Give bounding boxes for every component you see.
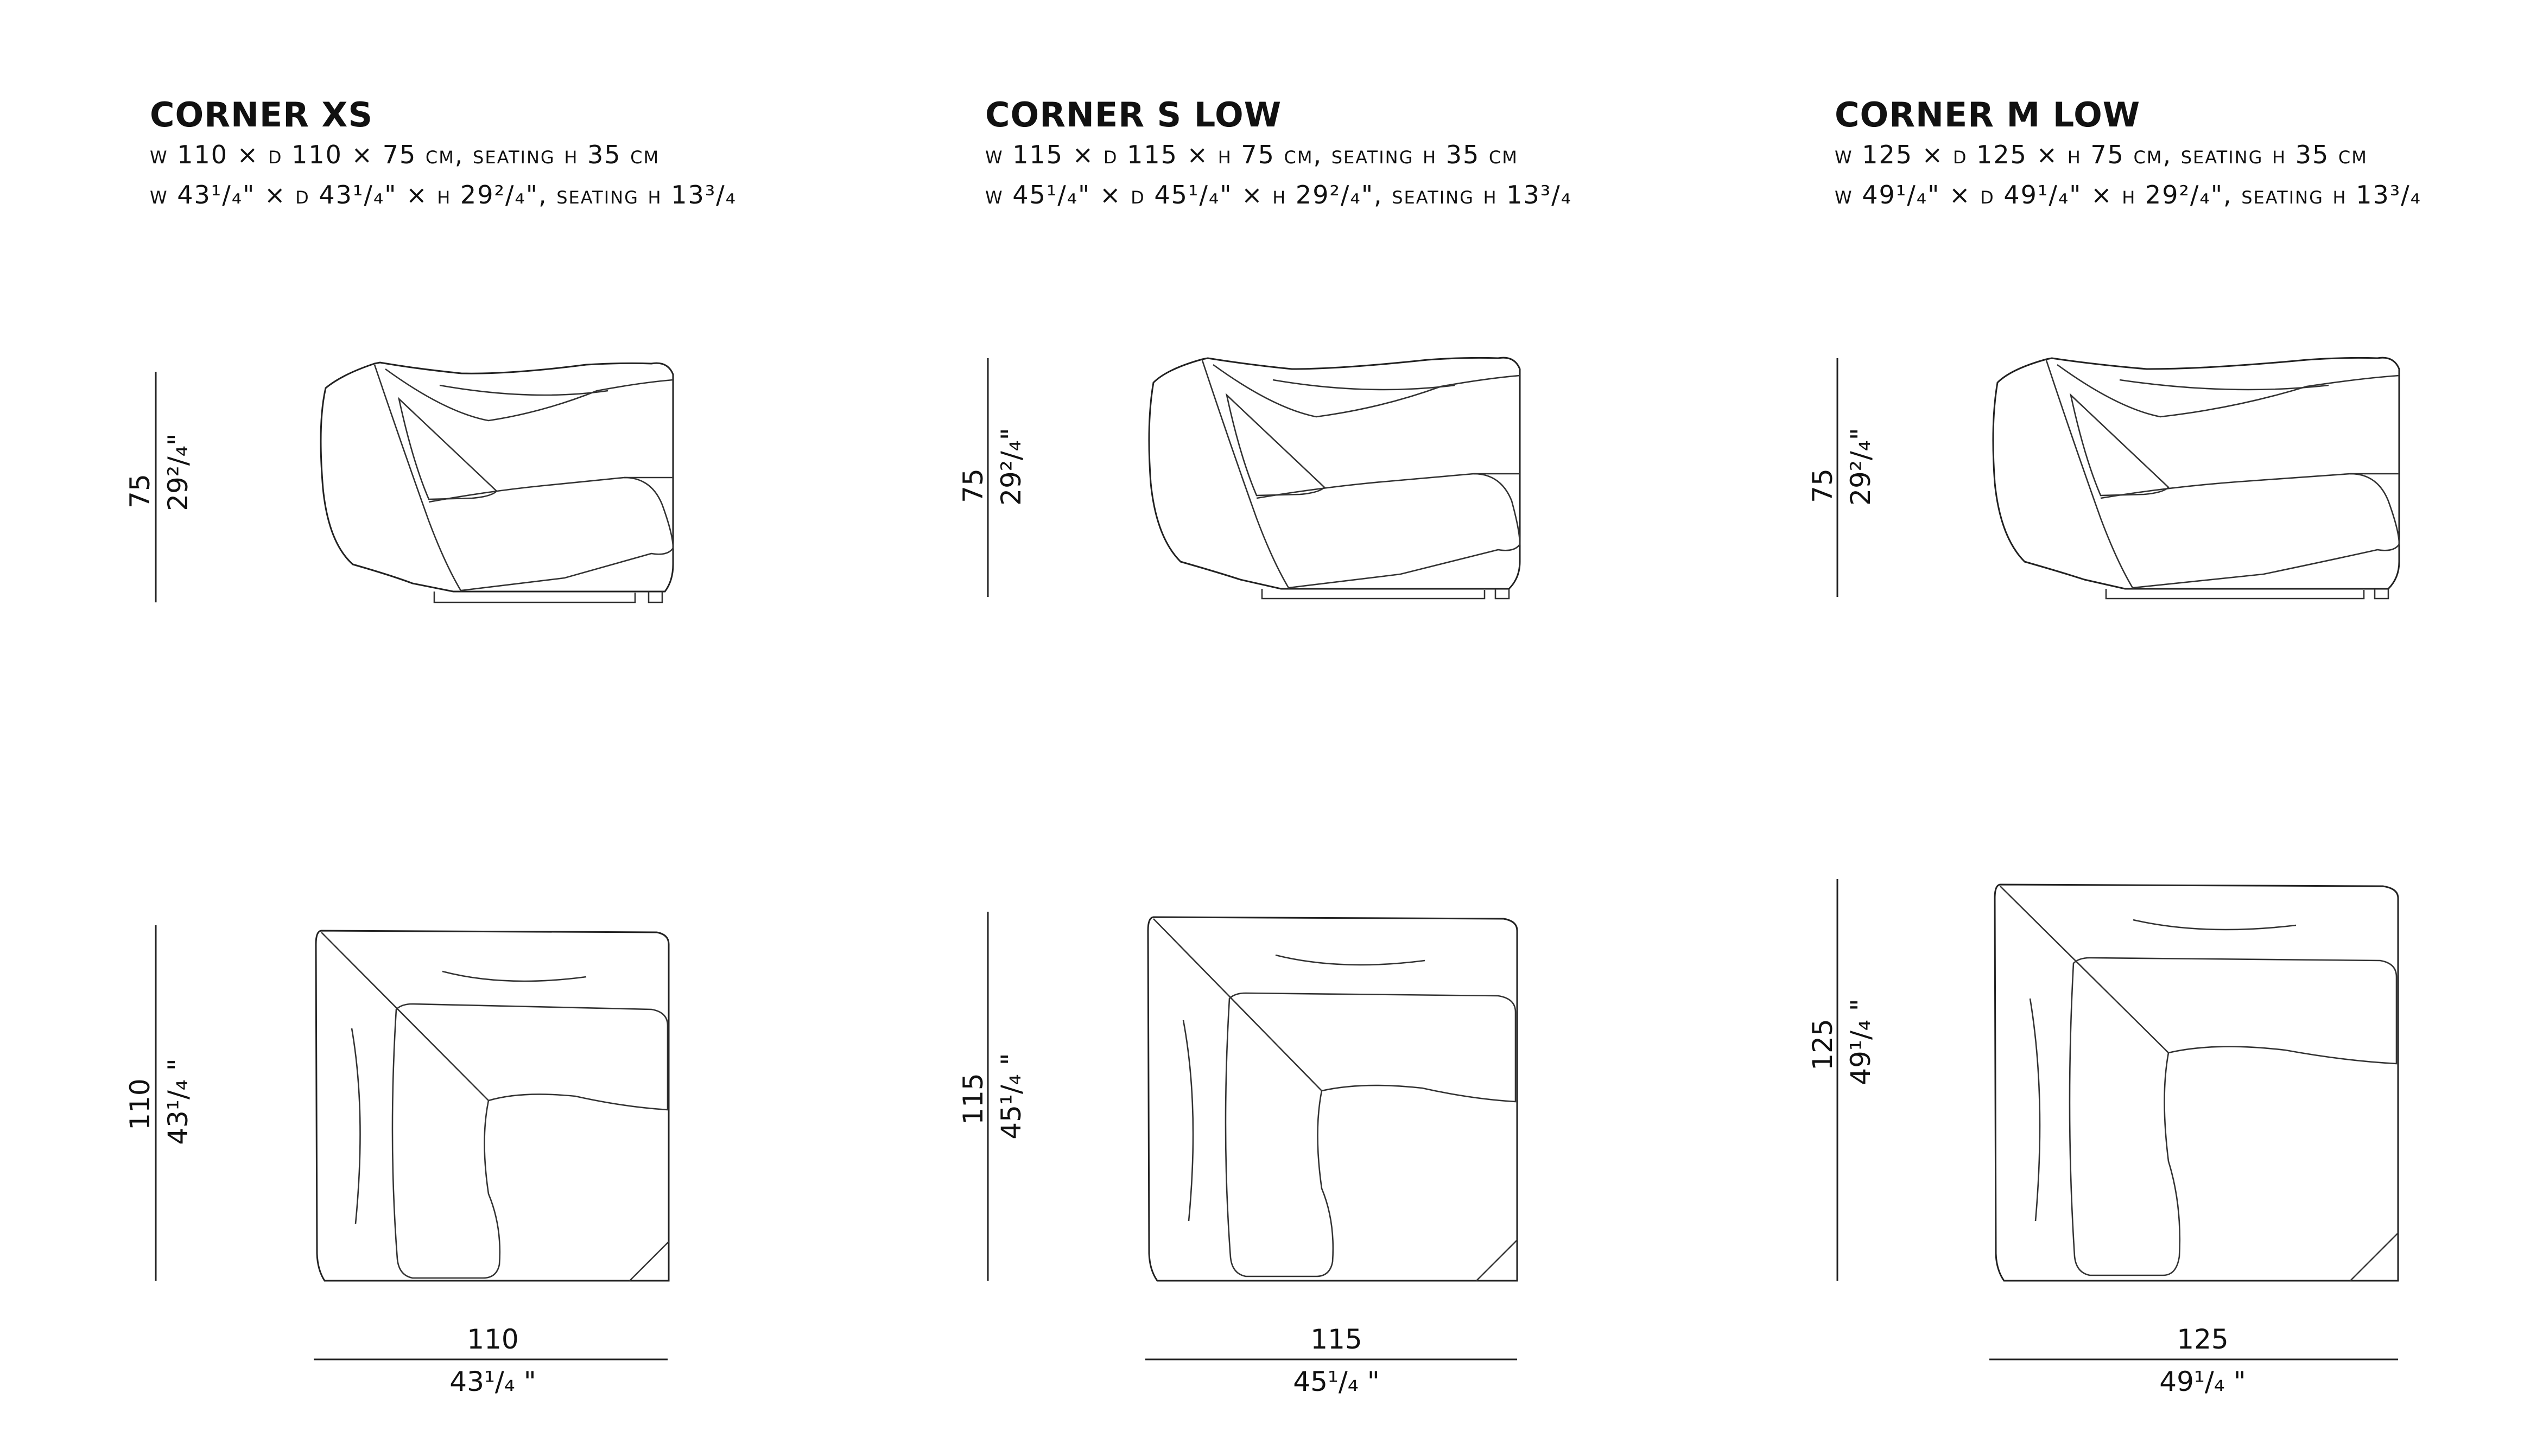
- height-cm-label: 75: [124, 474, 156, 508]
- depth-cm-label: 110: [124, 1078, 156, 1130]
- spec-metric: W 115 × D 115 × H 75 CM, SEATING H 35 CM: [985, 140, 1518, 169]
- depth-cm-label: 115: [957, 1073, 989, 1124]
- plan-view-drawing: [315, 930, 670, 1282]
- height-in-label: 29²/₄": [162, 433, 194, 511]
- product-title: CORNER M LOW: [1835, 95, 2141, 135]
- spec-metric: W 125 × D 125 × H 75 CM, SEATING H 35 CM: [1835, 140, 2368, 169]
- width-in-label: 43¹/₄ ": [449, 1366, 536, 1397]
- plan-view-drawing: [1147, 916, 1518, 1282]
- width-cm-label: 110: [467, 1324, 518, 1355]
- plan-view-drawing: [1994, 883, 2399, 1282]
- height-in-label: 29²/₄": [995, 428, 1027, 506]
- side-view-drawing: [1148, 357, 1521, 600]
- height-in-label: 29²/₄": [1845, 428, 1876, 506]
- depth-in-label: 43¹/₄ ": [162, 1058, 194, 1145]
- width-cm-label: 115: [1310, 1324, 1362, 1355]
- side-view-drawing: [1992, 357, 2400, 600]
- spec-imperial: W 49¹/₄" × D 49¹/₄" × H 29²/₄", SEATING …: [1835, 180, 2422, 209]
- width-in-label: 49¹/₄ ": [2159, 1366, 2246, 1397]
- height-cm-label: 75: [957, 468, 989, 503]
- corner-xs-drawings: 75 29²/₄" 110 43¹/₄ " 110: [124, 361, 674, 1397]
- depth-cm-label: 125: [1807, 1019, 1838, 1070]
- product-corner-s-low: CORNER S LOW W 115 × D 115 × H 75 CM, SE…: [0, 0, 1571, 1456]
- spec-imperial: W 45¹/₄" × D 45¹/₄" × H 29²/₄", SEATING …: [985, 180, 1572, 209]
- height-cm-label: 75: [1807, 468, 1838, 503]
- width-cm-label: 125: [2177, 1324, 2228, 1355]
- product-title: CORNER S LOW: [985, 95, 1282, 135]
- spec-imperial: W 43¹/₄" × D 43¹/₄" × H 29²/₄", SEATING …: [150, 180, 737, 209]
- side-view-drawing: [320, 361, 674, 603]
- product-title: CORNER XS: [150, 95, 373, 135]
- product-corner-m-low: CORNER M LOW W 125 × D 125 × H 75 CM, SE…: [0, 0, 2420, 1456]
- width-in-label: 45¹/₄ ": [1293, 1366, 1379, 1397]
- depth-in-label: 49¹/₄ ": [1845, 999, 1876, 1085]
- spec-metric: W 110 × D 110 × 75 CM, SEATING H 35 CM: [150, 140, 660, 169]
- depth-in-label: 45¹/₄ ": [995, 1053, 1027, 1139]
- product-corner-xs: CORNER XS W 110 × D 110 × 75 CM, SEATING…: [0, 0, 847, 1456]
